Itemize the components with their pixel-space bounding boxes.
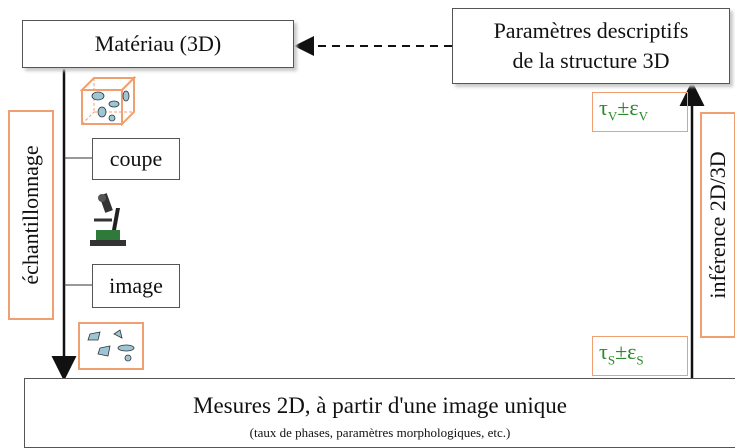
eps-s-sub: S (636, 352, 644, 368)
tau-s-pm: ± (615, 339, 628, 364)
inference-label: inférence 2D/3D (705, 151, 730, 299)
mesures-title: Mesures 2D, à partir d'une image unique (193, 393, 567, 418)
tau-s-base: τ (599, 339, 608, 364)
sampling-label-box: échantillonnage (8, 110, 54, 320)
tau-v-symbol: τV±εV (592, 92, 688, 132)
image-box: image (92, 264, 180, 308)
sampling-label: échantillonnage (18, 145, 43, 285)
materiau-label: Matériau (3D) (94, 31, 222, 56)
coupe-label: coupe (109, 146, 163, 171)
params-line1: Paramètres descriptifs (493, 18, 689, 43)
eps-s-base: ε (627, 339, 637, 364)
tau-v-base: τ (599, 95, 608, 120)
tau-v-pm: ± (617, 95, 630, 120)
section-2d-icon (78, 322, 144, 370)
eps-v-base: ε (629, 95, 639, 120)
cube-3d-icon (79, 76, 137, 126)
inference-label-box: inférence 2D/3D (700, 112, 735, 338)
microscope-icon (90, 193, 126, 246)
eps-v-sub: V (638, 108, 648, 124)
mesures-subtitle: (taux de phases, paramètres morphologiqu… (249, 425, 511, 440)
tau-v-sub: V (607, 108, 618, 124)
tau-s-symbol: τS±εS (592, 336, 688, 376)
params-box: Paramètres descriptifs de la structure 3… (452, 8, 730, 84)
coupe-box: coupe (92, 138, 180, 180)
params-line2: de la structure 3D (512, 48, 670, 73)
mesures-box: Mesures 2D, à partir d'une image unique … (24, 378, 735, 448)
tau-s-sub: S (607, 352, 616, 368)
materiau-box: Matériau (3D) (22, 20, 294, 68)
image-label: image (109, 273, 163, 298)
